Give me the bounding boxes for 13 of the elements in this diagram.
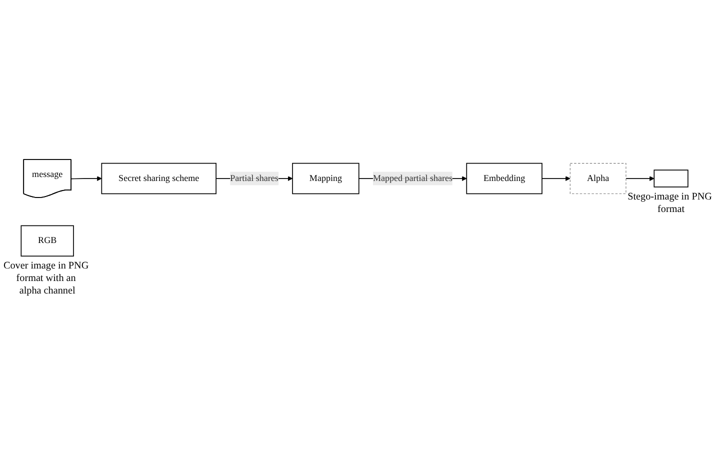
- arrow: [70, 176, 102, 182]
- node-box: Mapping: [292, 163, 360, 194]
- node-box: Embedding: [466, 163, 542, 194]
- node-box: RGB: [20, 226, 74, 257]
- edge-label: Partial shares: [230, 174, 278, 184]
- node-box: Secret sharing scheme: [101, 163, 216, 194]
- node-box: Alpha: [570, 163, 626, 194]
- arrow: [626, 176, 654, 182]
- edge-label: Mapped partial shares: [372, 174, 453, 184]
- arrow: [542, 176, 570, 182]
- node-caption: Cover image in PNG format with an alpha channel: [3, 260, 89, 297]
- node-caption: Stego-image in PNG format: [628, 192, 712, 215]
- node-box: [654, 170, 688, 188]
